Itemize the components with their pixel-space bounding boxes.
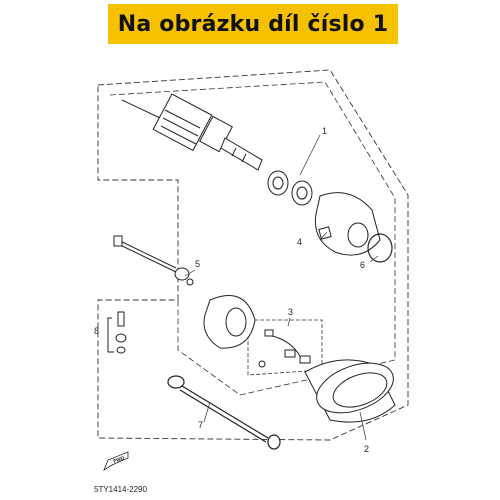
inner-dashed-outline	[109, 81, 396, 396]
callout-8: 8	[94, 326, 99, 336]
fwd-label: FWD	[113, 455, 126, 465]
callout-6: 6	[360, 260, 365, 270]
catalog-code: 5TY1414-2290	[94, 485, 147, 494]
rear-cover-part	[203, 295, 256, 349]
callout-7: 7	[198, 420, 203, 430]
brush-kit-dashed-box	[247, 319, 323, 376]
callout-leaders	[184, 134, 379, 441]
callout-2: 2	[364, 444, 369, 454]
lead-wire-part	[167, 375, 281, 450]
callout-1: 1	[322, 126, 327, 136]
part-number-banner: Na obrázku díl číslo 1	[108, 4, 398, 44]
banner-title: Na obrázku díl číslo 1	[117, 11, 389, 37]
front-cover-part	[314, 192, 381, 256]
o-ring-part	[367, 233, 393, 263]
forward-arrow-icon: FWD	[103, 451, 129, 471]
callout-5: 5	[195, 259, 200, 269]
callout-4: 4	[297, 237, 302, 247]
armature-part	[121, 93, 263, 171]
assembly-dashed-outline	[97, 69, 409, 441]
yoke-housing-part	[304, 359, 396, 423]
callout-3: 3	[288, 307, 293, 317]
bearing-rings	[267, 170, 313, 206]
small-bolts-part	[107, 311, 127, 354]
long-bolt-part	[113, 235, 194, 286]
brush-kit-part	[258, 329, 311, 368]
